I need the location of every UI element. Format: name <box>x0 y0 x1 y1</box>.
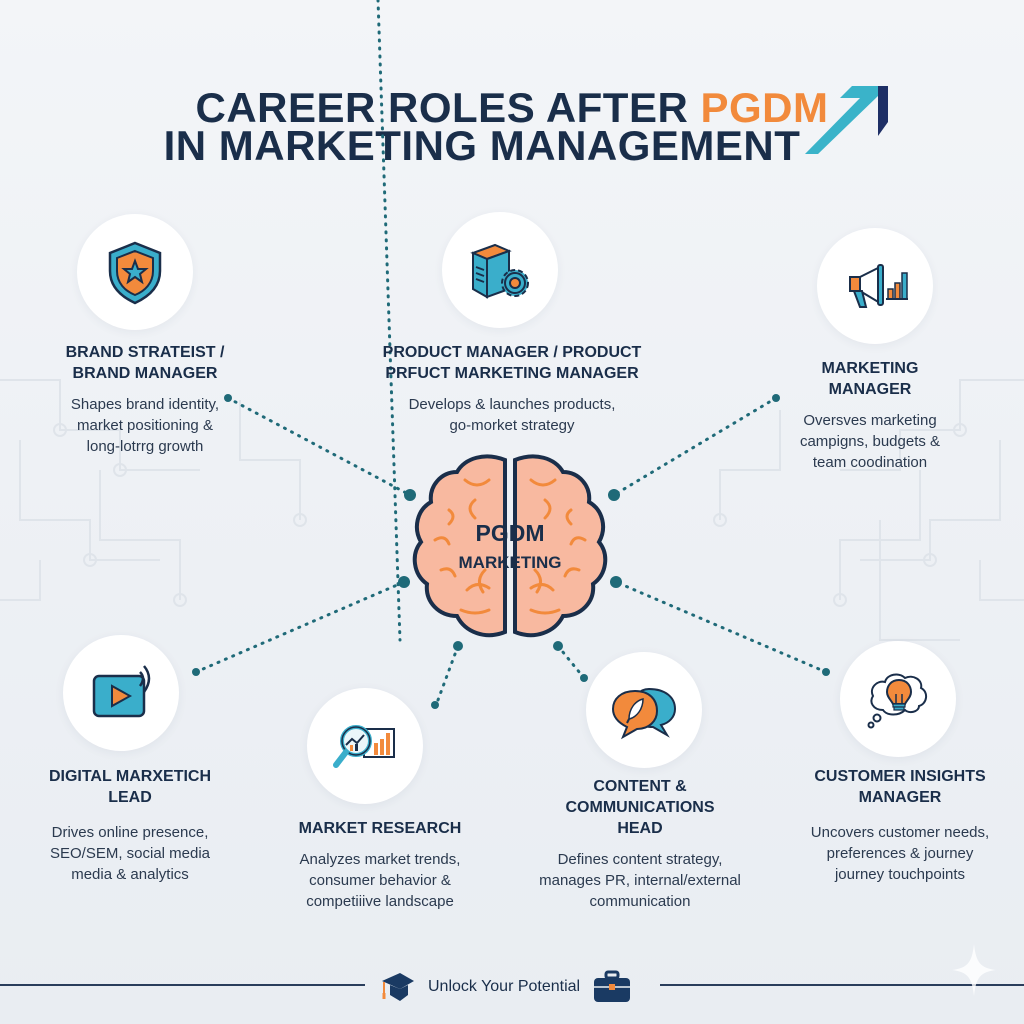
title-accent: PGDM <box>700 84 829 131</box>
role-description: Shapes brand identity,market positioning… <box>70 396 220 455</box>
product-icon-circle <box>442 212 558 328</box>
footer-text: Unlock Your Potential <box>428 978 581 995</box>
digital-icon-circle <box>63 635 179 751</box>
role-brand-manager: BRAND STRATEIST / BRAND MANAGER Shapes b… <box>20 342 270 457</box>
role-title: PRODUCT MANAGER / PRODUCT <box>382 344 642 361</box>
speech-bubbles-quill-icon <box>611 687 677 740</box>
video-play-icon <box>92 665 151 718</box>
role-title: DIGITAL MARXETICH <box>48 768 212 785</box>
brain-icon <box>412 454 608 638</box>
role-product-manager: PRODUCT MANAGER / PRODUCT PRFUCT MARKETI… <box>352 342 672 436</box>
role-customer-insights-manager: CUSTOMER INSIGHTS MANAGER Uncovers custo… <box>790 766 1010 885</box>
megaphone-chart-icon <box>849 264 908 308</box>
role-title: LEAD <box>108 789 152 806</box>
role-title: HEAD <box>617 820 663 837</box>
role-title: PRFUCT MARKETING MANAGER <box>385 365 639 382</box>
content-icon-circle <box>586 652 702 768</box>
role-description: Drives online presence,SEO/SEM, social m… <box>49 824 211 883</box>
briefcase-icon <box>594 970 631 1002</box>
role-title: MANAGER <box>828 381 912 398</box>
research-icon-circle <box>307 688 423 804</box>
role-market-research: MARKET RESEARCH Analyzes market trends,c… <box>270 818 490 912</box>
role-title: COMMUNICATIONS <box>565 799 715 816</box>
center-label-pgdm: PGDM <box>475 520 545 546</box>
marketing-icon-circle <box>817 228 933 344</box>
role-title: MARKET RESEARCH <box>298 820 462 837</box>
role-digital-marketing-lead: DIGITAL MARXETICH LEAD Drives online pre… <box>20 766 240 885</box>
role-title: MANAGER <box>858 789 942 806</box>
title-line-2: IN MARKETING MANAGEMENT <box>163 122 801 169</box>
footer-tagline: Unlock Your Potential <box>380 970 632 1004</box>
role-description: Analyzes market trends,consumer behavior… <box>299 851 461 910</box>
role-content-communications-head: CONTENT & COMMUNICATIONS HEAD Defines co… <box>520 776 760 912</box>
role-title: BRAND STRATEIST / <box>65 344 225 361</box>
role-description: Uncovers customer needs,preferences & jo… <box>810 824 990 883</box>
role-title: BRAND MANAGER <box>72 365 218 382</box>
box-gear-icon <box>470 243 529 299</box>
role-title: MARKETING <box>821 360 919 377</box>
role-description: Defines content strategy,manages PR, int… <box>539 851 741 910</box>
insights-icon-circle <box>840 641 956 757</box>
brand-icon-circle <box>77 214 193 330</box>
footer-divider-right <box>660 984 1024 986</box>
role-description: Develops & launches products,go-morket s… <box>408 396 616 434</box>
shield-star-icon <box>108 241 162 305</box>
trend-up-arrow-icon <box>805 86 888 154</box>
role-title: CUSTOMER INSIGHTS <box>814 768 986 785</box>
graduation-cap-icon <box>382 973 414 1001</box>
magnifier-chart-icon <box>333 725 395 768</box>
thought-bubble-bulb-icon <box>867 673 927 729</box>
role-title: CONTENT & <box>593 778 687 795</box>
sparkle-icon <box>952 944 996 996</box>
title-line-1: CAREER ROLES AFTER PGDM <box>195 84 829 131</box>
center-label-marketing: MARKETING <box>458 553 562 572</box>
footer-divider-left <box>0 984 365 986</box>
